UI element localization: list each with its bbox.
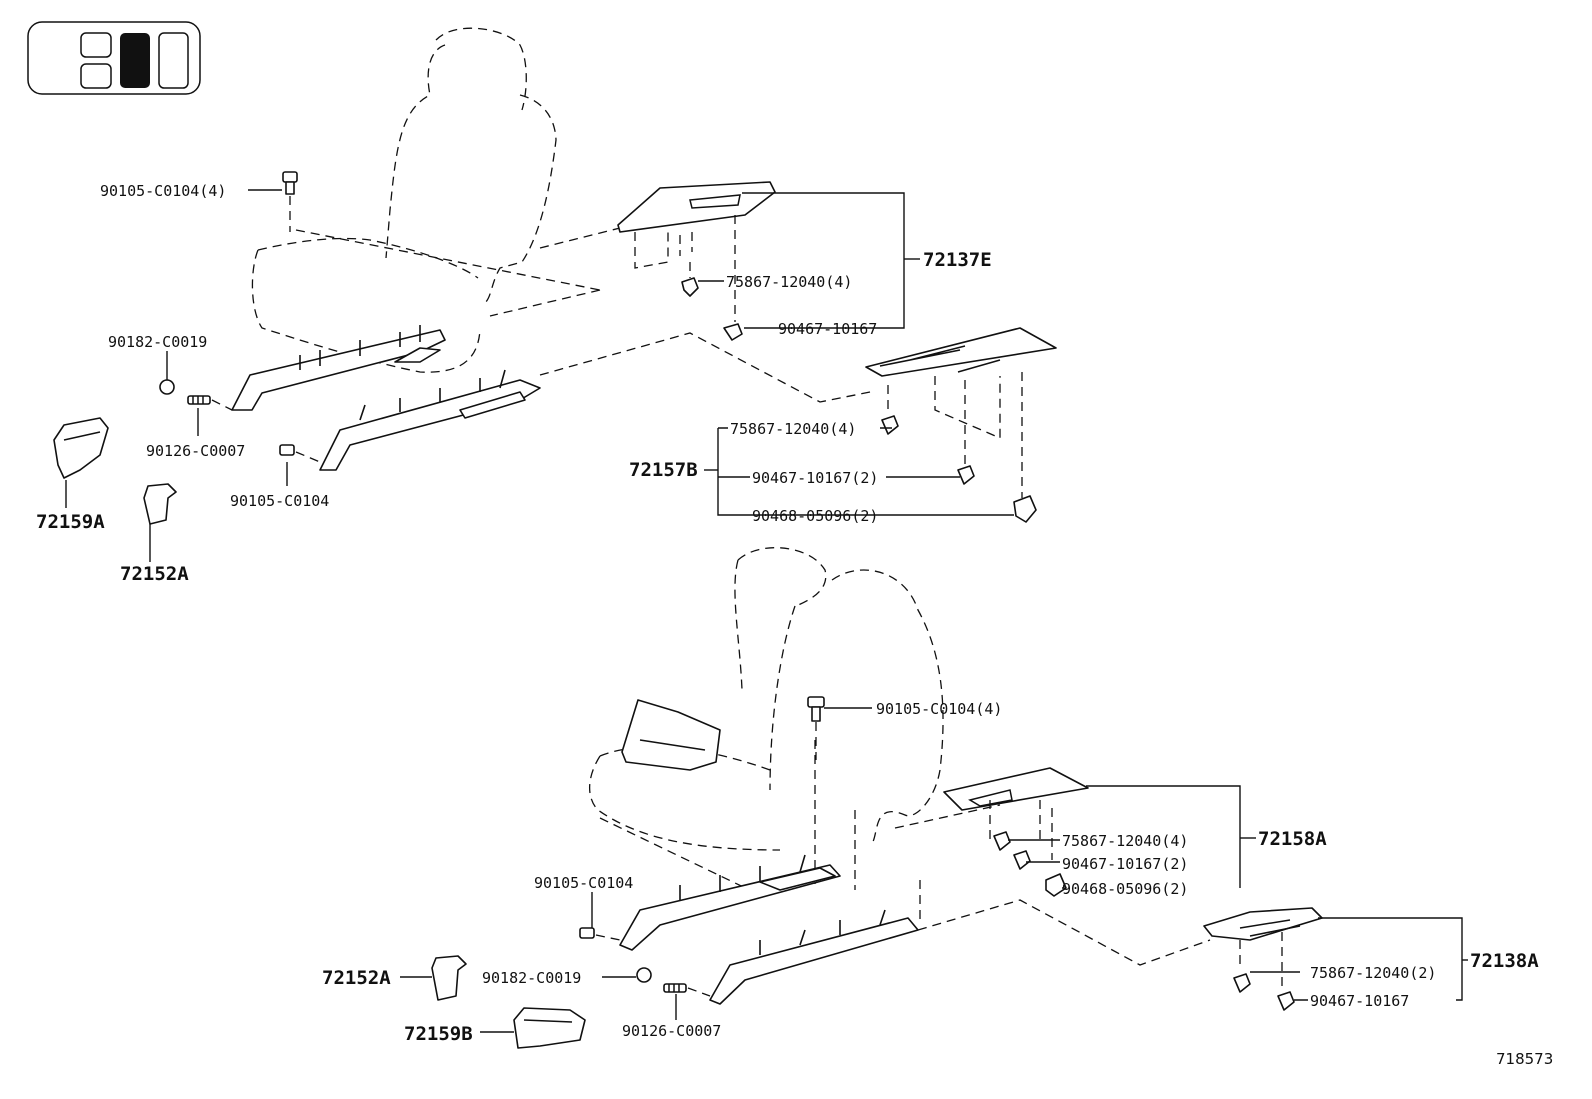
label-72138a: 72138A [1470,950,1539,972]
label-90126-c0007-lower: 90126-C0007 [622,1022,721,1040]
label-90126-c0007: 90126-C0007 [146,442,245,460]
label-90105-c0104: 90105-C0104 [230,492,329,510]
label-75867-12040-4-lower: 75867-12040(4) [1062,832,1188,850]
label-90467-10167: 90467-10167 [778,320,877,338]
label-90182-c0019-lower: 90182-C0019 [482,969,581,987]
label-72158a: 72158A [1258,828,1327,850]
label-72137e: 72137E [923,249,992,271]
upper-seat-rail-front [231,325,446,411]
label-90468-05096-2: 90468-05096(2) [752,507,878,525]
cover-72159b-icon [513,1007,586,1049]
clip-icon [1233,973,1251,993]
armrest-icon [621,699,721,771]
label-72159a: 72159A [36,511,105,533]
upper-seat-rail-rear [319,369,541,471]
cover-72157b-icon [865,327,1057,498]
seat-location-icon [27,21,201,95]
clip-icon [993,831,1011,851]
clip-icon [881,415,899,435]
label-90105-c0104-4: 90105-C0104(4) [100,182,226,200]
label-72152a-lower: 72152A [322,967,391,989]
cover-72158a-icon [943,767,1089,860]
label-90467-10167-lower: 90467-10167 [1310,992,1409,1010]
clip-icon [1013,850,1031,870]
upper-seat-outline [251,27,621,373]
label-90467-10167-2-lower: 90467-10167(2) [1062,855,1188,873]
label-75867-12040-2: 75867-12040(2) [1310,964,1436,982]
stud-bolt-icon [187,395,233,411]
bolt-icon [807,696,825,760]
retainer-icon [1045,873,1067,897]
label-75867-12040-4b: 75867-12040(4) [730,420,856,438]
label-90105-c0104-4-lower: 90105-C0104(4) [876,700,1002,718]
part-labels: 90105-C0104(4) 72137E 75867-12040(4) 904… [36,182,1553,1068]
clip-icon [723,323,743,341]
label-75867-12040-4: 75867-12040(4) [726,273,852,291]
clip-icon [1277,991,1295,1011]
lower-seat-rail-rear [709,909,919,1005]
cover-72138a-icon [1203,907,1323,990]
lower-seat-rail-front [619,854,841,951]
label-90468-05096-2-lower: 90468-05096(2) [1062,880,1188,898]
cover-72159a-icon [53,417,109,479]
bolt-icon [282,171,298,232]
leader-lines [65,189,1468,1033]
cover-72152a-icon [143,483,177,525]
lower-seat-outline [588,547,1001,920]
cover-72152a-icon [431,955,467,1001]
nut-icon [159,379,175,395]
bolt-icon [579,927,621,941]
label-72157b: 72157B [629,459,698,481]
label-90105-c0104-lower: 90105-C0104 [534,874,633,892]
bolt-icon [279,444,321,463]
clip-icon [681,262,699,297]
label-90182-c0019: 90182-C0019 [108,333,207,351]
stud-bolt-icon [663,983,711,997]
nut-icon [636,967,652,983]
label-72152a: 72152A [120,563,189,585]
clip-icon [957,465,975,485]
label-90467-10167-2: 90467-10167(2) [752,469,878,487]
cover-72137e-icon [617,181,776,322]
retainer-icon [1013,495,1037,523]
label-72159b: 72159B [404,1023,473,1045]
figure-number: 718573 [1496,1050,1553,1068]
